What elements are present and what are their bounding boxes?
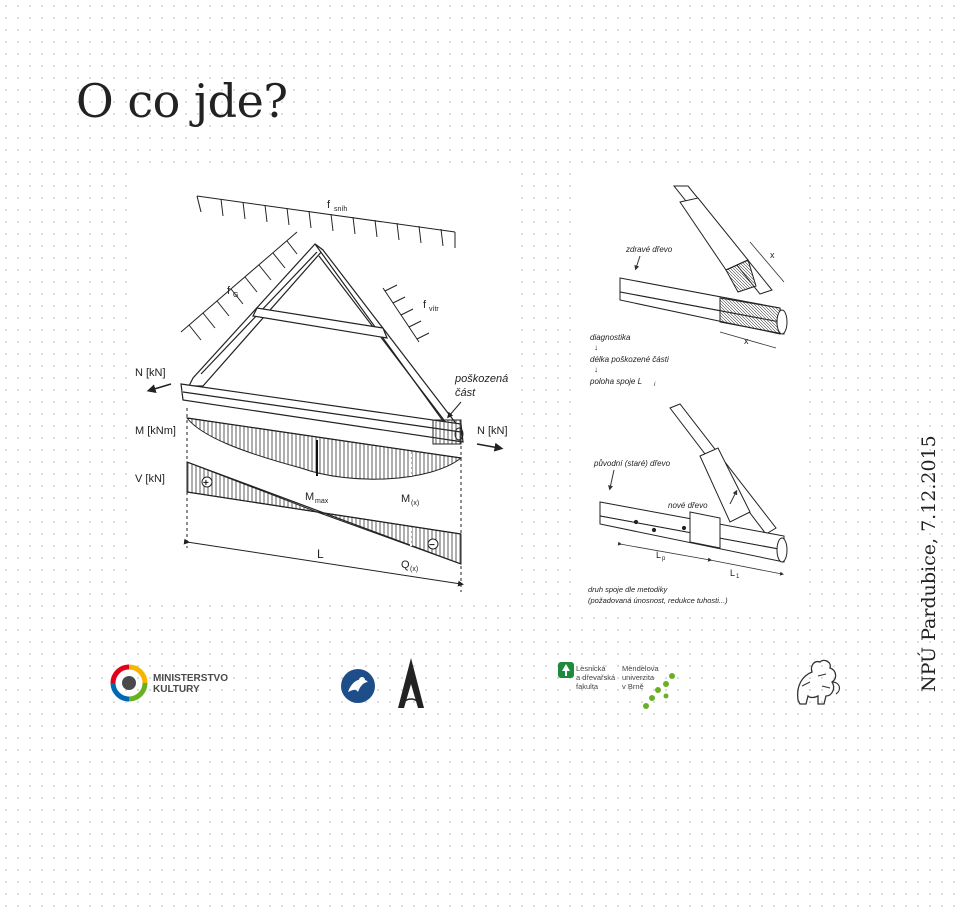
- damaged-length-label: délka poškozené části: [590, 355, 669, 364]
- logo-strip: MINISTERSTVO KULTURY Lesnická a dřevařsk…: [0, 650, 960, 719]
- new-wood-label: nové dřevo: [668, 501, 708, 510]
- dead-load-sub: G: [233, 292, 238, 299]
- ministry-name-1: MINISTERSTVO: [153, 673, 229, 684]
- m-max-sub: max: [315, 498, 329, 505]
- university-name-2: univerzita: [622, 673, 655, 682]
- bottom-assembly: [599, 403, 788, 563]
- slide-title: O co jde?: [76, 74, 288, 128]
- top-assembly: [619, 185, 788, 335]
- snow-load-sub: sníh: [334, 206, 347, 213]
- x-top-dimension: [749, 241, 785, 283]
- bottom-dimensions: [617, 541, 784, 576]
- wind-load-label: f: [423, 299, 427, 311]
- lp-label: L: [656, 550, 661, 560]
- process-arrow-2: ↓: [594, 365, 598, 374]
- snow-load: [196, 195, 456, 248]
- healthy-wood-pointer: [634, 255, 641, 271]
- axial-force-left-label: N [kN]: [135, 367, 166, 379]
- faculty-logo-icon: [558, 662, 574, 678]
- x-top-label: x: [770, 250, 775, 260]
- moment-label: M [kNm]: [135, 425, 176, 437]
- joint-repair-figure: zdravé dřevo x x diagnostika ↓ délka poš…: [580, 172, 808, 614]
- moment-diagram: [185, 417, 463, 480]
- dead-load: [180, 231, 298, 341]
- x-bottom-label: x: [744, 336, 749, 346]
- joint-position-label: poloha spoje L: [589, 377, 642, 386]
- side-caption-wrap: NPÚ Pardubice, 7.12.2015: [918, 435, 948, 912]
- faculty-name-1: Lesnická: [576, 664, 606, 673]
- tower-emblem-icon: [398, 658, 424, 709]
- shear-negative-sign: −: [429, 540, 435, 551]
- span-dimension: [183, 408, 464, 592]
- ministry-name-2: KULTURY: [153, 684, 200, 695]
- snow-load-label: f: [327, 199, 331, 211]
- axial-force-right-arrow: [476, 442, 504, 452]
- dead-load-label: f: [227, 285, 231, 297]
- shear-label: V [kN]: [135, 473, 165, 485]
- damaged-pointer: [447, 401, 462, 419]
- axial-force-left-arrow: [146, 383, 172, 394]
- wind-load-sub: vítr: [429, 306, 439, 313]
- new-wood-pointer: [729, 489, 738, 505]
- university-name-3: v Brně: [622, 682, 644, 691]
- truss-load-figure: f sníh f G f vítr poškozená: [131, 172, 515, 604]
- truss-load-drawing: f sníh f G f vítr poškozená: [135, 195, 508, 592]
- process-arrow-1: ↓: [594, 343, 598, 352]
- wind-load: [382, 284, 430, 343]
- span-label: L: [317, 547, 324, 561]
- healthy-wood-label: zdravé dřevo: [625, 245, 673, 254]
- m-x-sub: (x): [411, 500, 419, 507]
- truss: [180, 243, 464, 443]
- faculty-name-3: fakulta: [576, 682, 599, 691]
- shear-positive-sign: +: [203, 478, 209, 489]
- l1-sub: 1: [736, 574, 740, 580]
- original-wood-pointer: [608, 469, 615, 491]
- lion-emblem-icon: [796, 659, 841, 705]
- x-bottom-dimension: [719, 331, 777, 349]
- damaged-end: [432, 419, 464, 445]
- axial-force-right-label: N [kN]: [477, 425, 508, 437]
- m-max-label: M: [305, 491, 314, 503]
- joint-type-label-2: (požadovaná únosnost, redukce tuhosti...…: [588, 596, 728, 605]
- q-x-label: Q: [401, 559, 410, 571]
- joint-position-sub: i: [654, 382, 656, 388]
- m-x-label: M: [401, 493, 410, 505]
- mendel-dots-icon: [643, 673, 675, 709]
- lp-sub: p: [662, 556, 666, 562]
- original-wood-label: původní (staré) dřevo: [593, 459, 671, 468]
- damaged-label-2: část: [455, 387, 476, 399]
- diagnostics-label: diagnostika: [590, 333, 631, 342]
- damaged-label-1: poškozená: [454, 373, 508, 385]
- l1-label: L: [730, 568, 735, 578]
- npu-emblem-icon: [341, 669, 375, 703]
- university-name-1: Mendelova: [622, 664, 659, 673]
- ministry-logo-icon: [110, 664, 148, 702]
- q-x-sub: (x): [410, 566, 418, 573]
- faculty-name-2: a dřevařská: [576, 673, 616, 682]
- joint-repair-drawing: zdravé dřevo x x diagnostika ↓ délka poš…: [588, 185, 788, 605]
- joint-type-label-1: druh spoje dle metodiky: [588, 585, 668, 594]
